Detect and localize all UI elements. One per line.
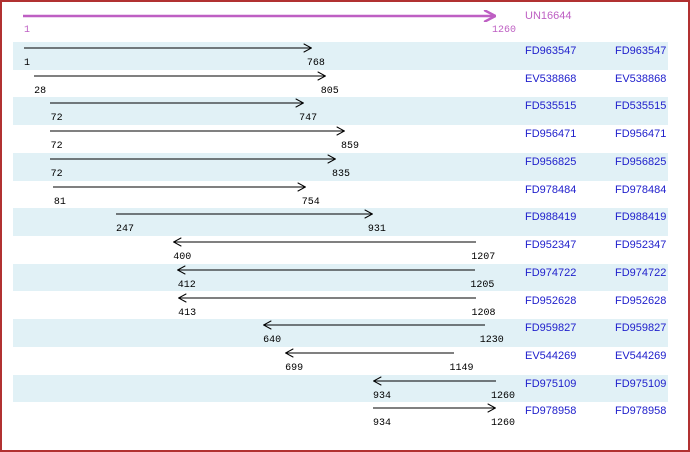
read-arrow [53, 182, 307, 192]
reference-arrow [23, 10, 496, 22]
accession-link[interactable]: FD952347 [525, 239, 577, 251]
read-end-label: 1208 [471, 307, 496, 319]
read-end-label: 805 [320, 85, 339, 97]
read-row: 400 1207 FD952347 FD952347 [13, 236, 668, 264]
read-start-label: 640 [263, 335, 282, 347]
read-end-label: 1260 [491, 418, 516, 430]
read-start-label: 1 [24, 58, 31, 69]
accession-link[interactable]: FD956471 [525, 128, 577, 141]
accession-link[interactable]: EV544269 [525, 349, 577, 362]
read-end-label: 1205 [470, 279, 495, 291]
read-arrow [284, 348, 454, 358]
read-row: 81 754 FD978484 FD978484 [13, 180, 668, 209]
read-arrow [172, 237, 476, 247]
accession-link-duplicate[interactable]: FD974722 [615, 266, 667, 279]
read-start-label: 934 [373, 390, 392, 402]
read-arrow [23, 43, 312, 53]
read-row: 640 1230 FD959827 FD959827 [13, 319, 668, 347]
read-row: 699 1149 EV544269 EV544269 [13, 346, 668, 375]
read-end-label: 1207 [471, 252, 496, 263]
accession-link[interactable]: EV538868 [525, 72, 577, 85]
read-end-label: 835 [332, 168, 351, 180]
read-row: 28 805 EV538868 EV538868 [13, 69, 668, 98]
read-arrow [50, 126, 346, 136]
read-row: 412 1205 FD974722 FD974722 [13, 263, 668, 292]
read-start-label: 72 [50, 168, 63, 180]
accession-link-duplicate[interactable]: FD988419 [615, 211, 667, 224]
read-end-label: 931 [367, 224, 386, 236]
read-arrow [372, 403, 496, 413]
read-row: 413 1208 FD952628 FD952628 [13, 291, 668, 320]
accession-link-duplicate[interactable]: FD956471 [615, 128, 667, 141]
read-arrow [372, 376, 496, 386]
read-row: 934 1260 FD975109 FD975109 [13, 374, 668, 403]
accession-link-duplicate[interactable]: FD956825 [615, 155, 667, 168]
reference-accession-label: UN16644 [525, 10, 572, 22]
read-start-label: 247 [116, 224, 135, 236]
accession-link[interactable]: FD535515 [525, 100, 577, 113]
accession-link-duplicate[interactable]: FD978484 [615, 183, 667, 196]
accession-link[interactable]: FD975109 [525, 377, 577, 390]
accession-link-duplicate[interactable]: FD535515 [615, 100, 667, 113]
accession-link-duplicate[interactable]: EV538868 [615, 72, 667, 85]
accession-link[interactable]: FD959827 [525, 322, 577, 335]
read-row: 934 1260 FD978958 FD978958 [13, 402, 668, 431]
read-start-label: 72 [50, 141, 63, 153]
reference-track: UN16644 1 1260 [2, 2, 688, 40]
read-end-label: 1149 [449, 362, 474, 374]
read-arrow [33, 71, 326, 81]
read-arrow [50, 98, 305, 108]
read-start-label: 699 [285, 362, 304, 374]
read-arrow [262, 320, 485, 330]
accession-link[interactable]: FD956825 [525, 155, 577, 168]
read-end-label: 768 [306, 58, 325, 69]
read-arrow [177, 265, 476, 275]
accession-link-duplicate[interactable]: FD963547 [615, 45, 667, 57]
read-row: 72 859 FD956471 FD956471 [13, 125, 668, 153]
accession-link-duplicate[interactable]: EV544269 [615, 349, 667, 362]
read-arrow [50, 154, 337, 164]
accession-link[interactable]: FD952628 [525, 294, 577, 307]
read-row: 72 747 FD535515 FD535515 [13, 97, 668, 126]
accession-link[interactable]: FD978958 [525, 405, 577, 418]
read-row: 247 931 FD988419 FD988419 [13, 208, 668, 236]
read-start-label: 81 [53, 196, 66, 208]
read-end-label: 1230 [479, 335, 504, 347]
read-end-label: 747 [299, 113, 318, 125]
read-arrow [115, 209, 373, 219]
read-end-label: 859 [341, 141, 360, 153]
accession-link-duplicate[interactable]: FD952347 [615, 239, 667, 251]
read-start-label: 28 [34, 85, 47, 97]
read-row: 72 835 FD956825 FD956825 [13, 152, 668, 181]
accession-link-duplicate[interactable]: FD978958 [615, 405, 667, 418]
read-start-label: 72 [50, 113, 63, 125]
read-start-label: 934 [373, 418, 392, 430]
reference-end-label: 1260 [492, 25, 517, 36]
read-end-label: 754 [301, 196, 320, 208]
read-start-label: 412 [177, 279, 196, 291]
read-end-label: 1260 [491, 390, 516, 402]
accession-link-duplicate[interactable]: FD952628 [615, 294, 667, 307]
read-row: 1 768 FD963547 FD963547 [13, 42, 668, 70]
reference-start-label: 1 [24, 25, 31, 36]
accession-link-duplicate[interactable]: FD959827 [615, 322, 667, 335]
accession-link[interactable]: FD988419 [525, 211, 577, 224]
read-start-label: 400 [173, 252, 192, 263]
accession-link[interactable]: FD963547 [525, 45, 577, 57]
read-arrow [177, 293, 476, 303]
read-start-label: 413 [178, 307, 197, 319]
accession-link-duplicate[interactable]: FD975109 [615, 377, 667, 390]
accession-link[interactable]: FD974722 [525, 266, 577, 279]
accession-link[interactable]: FD978484 [525, 183, 577, 196]
